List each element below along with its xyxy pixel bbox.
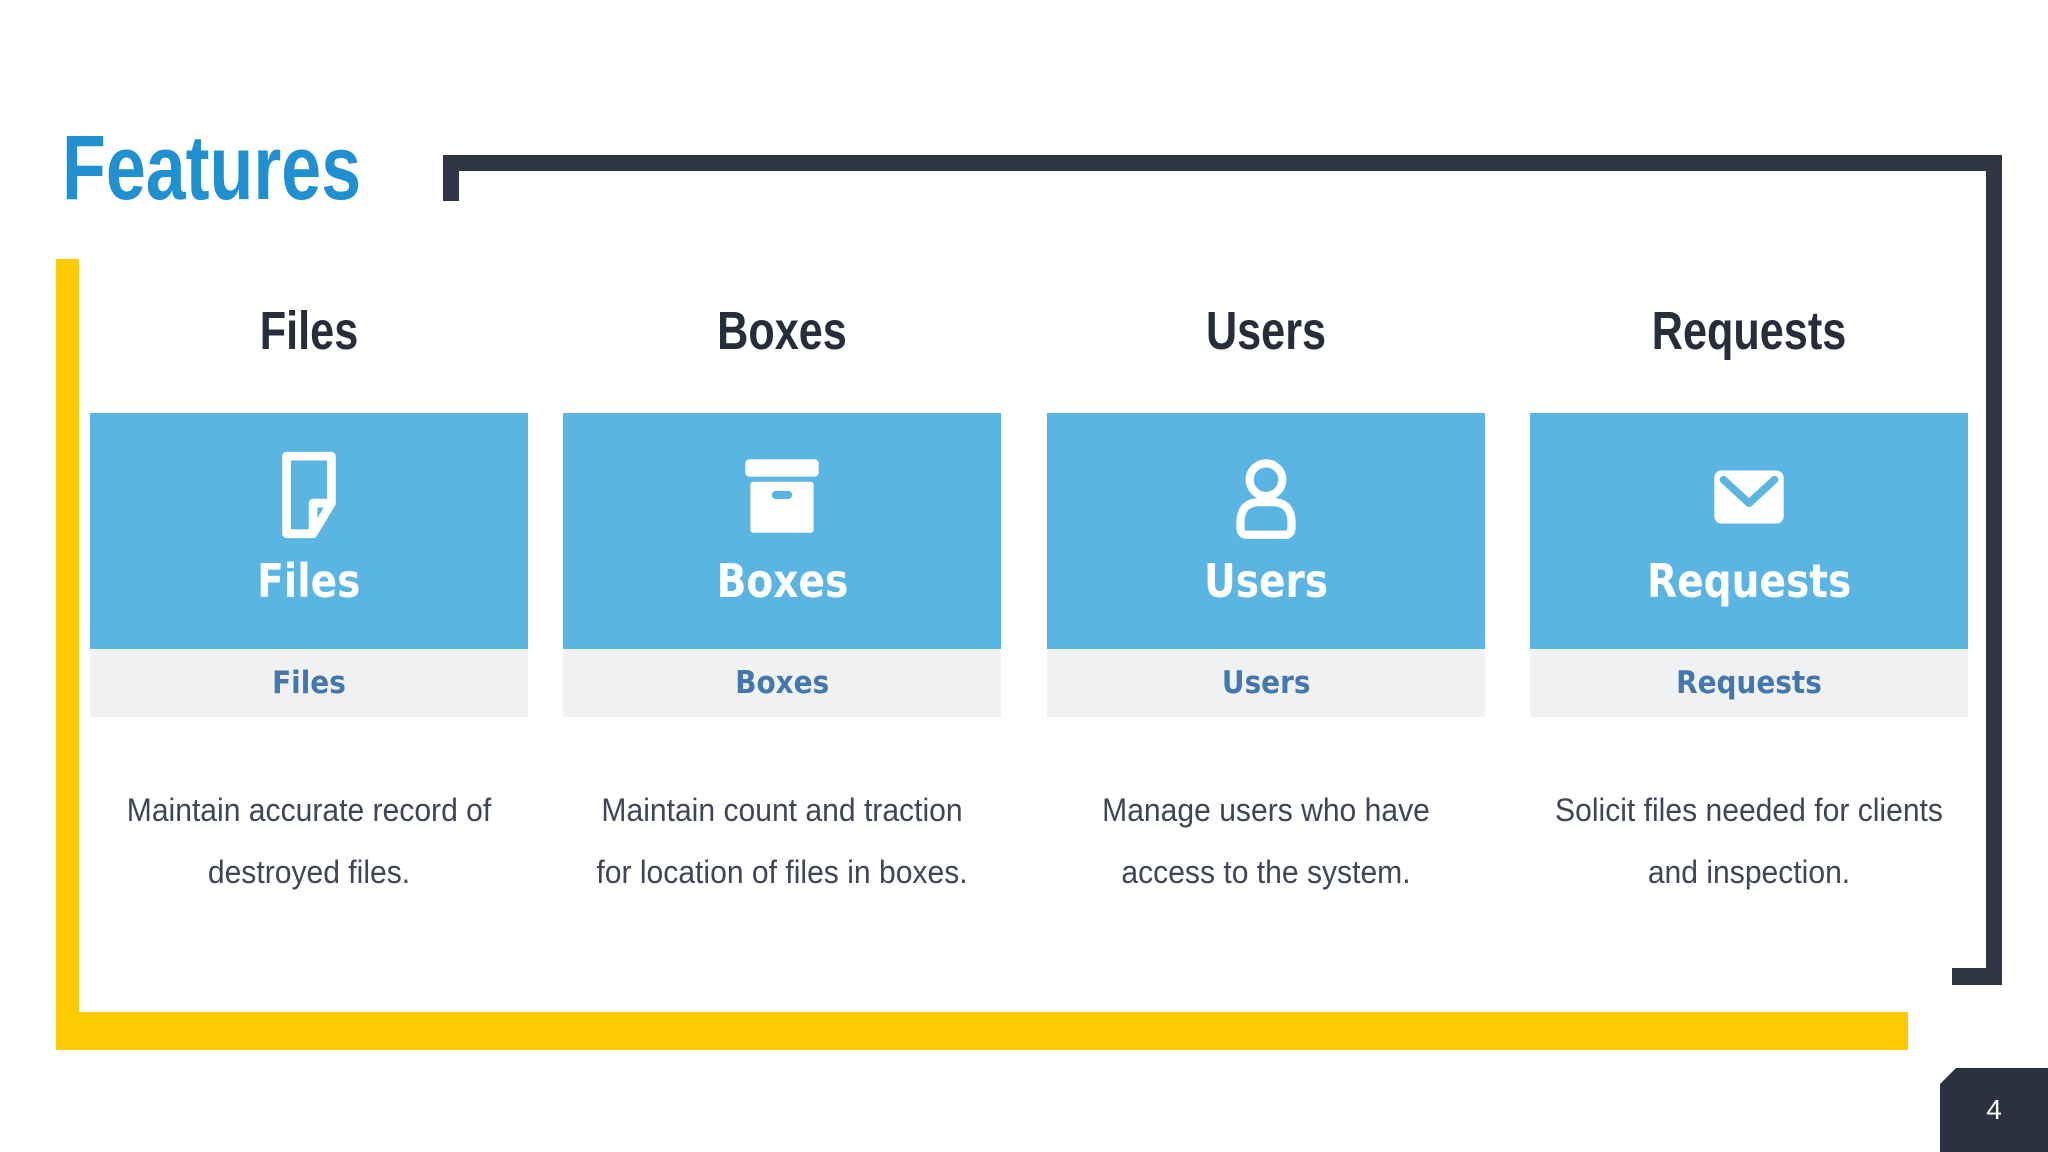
feature-card-users: Users Users Users Manage users who have … [1047,285,1485,945]
tile-label: Files [257,554,361,608]
feature-card-requests: Requests Requests Requests Solicit files… [1530,285,1968,945]
user-icon [1236,459,1296,539]
requests-tile: Requests [1530,413,1968,649]
page-number: 4 [1986,1094,2002,1125]
card-description: Manage users who have access to the syst… [1102,792,1430,890]
card-description: Maintain accurate record of destroyed fi… [126,792,492,890]
card-subbar: Boxes [563,649,1001,717]
frame-top-bar [443,155,2002,171]
card-sub-label: Requests [1676,665,1822,701]
yellow-vertical-bar [56,259,79,1050]
card-sub-label: Files [272,665,346,701]
card-description: Maintain count and traction for location… [596,792,968,890]
card-description: Solicit files needed for clients and ins… [1555,792,1943,890]
tile-label: Requests [1646,554,1852,608]
page-title: Features [62,117,362,219]
files-tile: Files [90,413,528,649]
document-icon [282,451,336,539]
envelope-icon [1714,470,1784,524]
card-sub-label: Users [1221,665,1311,701]
yellow-horizontal-bar [56,1012,1908,1050]
card-title: Files [259,301,359,361]
card-title: Requests [1651,301,1847,361]
card-title: Users [1205,301,1327,361]
tile-label: Users [1203,554,1329,608]
feature-card-files: Files Files Files Maintain accurate reco… [90,285,528,945]
card-subbar: Users [1047,649,1485,717]
boxes-tile: Boxes [563,413,1001,649]
card-subbar: Requests [1530,649,1968,717]
feature-card-boxes: Boxes Boxes Boxes Maintain count and tra… [563,285,1001,945]
box-icon [745,459,819,533]
frame-right-bar [1986,155,2002,985]
card-title: Boxes [717,301,847,361]
card-subbar: Files [90,649,528,717]
tile-label: Boxes [716,554,848,608]
frame-bottom-foot [1952,968,2002,985]
frame-left-stub [443,155,459,201]
users-tile: Users [1047,413,1485,649]
page-number-plate: 4 [1940,1068,2048,1152]
card-sub-label: Boxes [735,665,829,701]
